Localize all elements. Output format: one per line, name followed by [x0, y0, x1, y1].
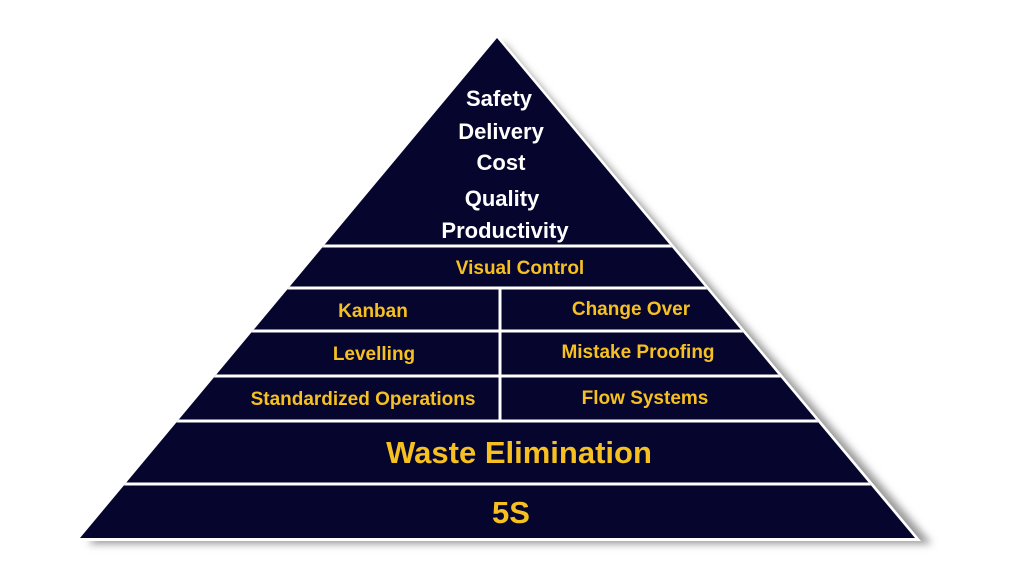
- apex-safety: Safety: [466, 86, 533, 111]
- level-kanban: Kanban: [338, 301, 408, 322]
- apex-productivity: Productivity: [441, 218, 569, 243]
- level-standardized-operations: Standardized Operations: [251, 389, 476, 410]
- apex-cost: Cost: [477, 150, 527, 175]
- level-mistake-proofing: Mistake Proofing: [561, 342, 714, 363]
- level-levelling: Levelling: [333, 344, 415, 365]
- level-5s: 5S: [492, 495, 530, 530]
- level-waste-elimination: Waste Elimination: [386, 435, 652, 470]
- level-visual-control: Visual Control: [456, 258, 584, 279]
- apex-delivery: Delivery: [458, 119, 544, 144]
- level-flow-systems: Flow Systems: [582, 388, 709, 409]
- level-change-over: Change Over: [572, 299, 691, 320]
- apex-quality: Quality: [465, 186, 540, 211]
